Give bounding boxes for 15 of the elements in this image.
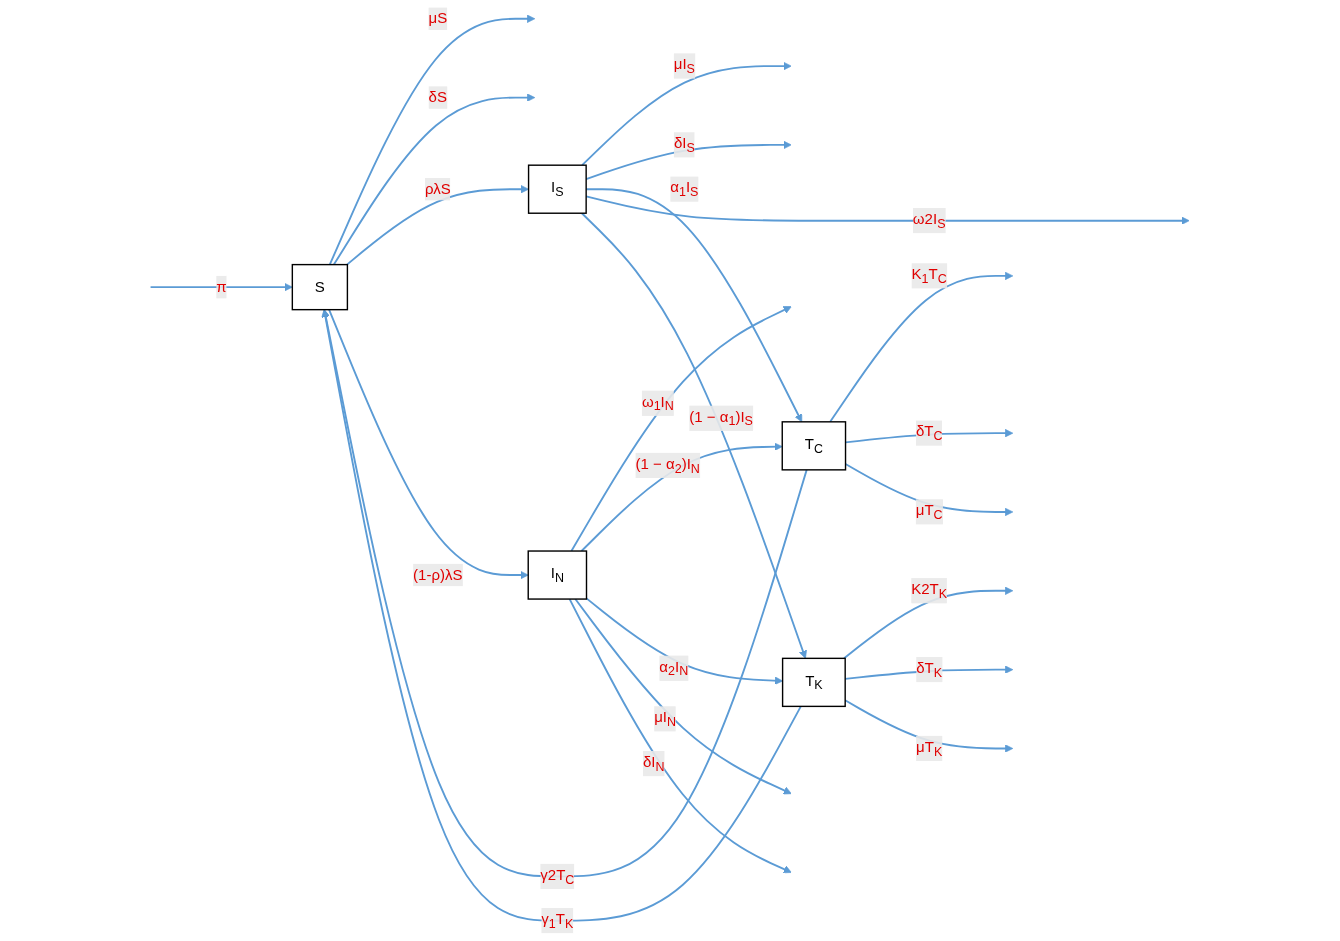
arrow [568, 598, 792, 874]
compartment-box: S [291, 263, 349, 311]
arrow [328, 14, 536, 266]
compartment-box: I$_{S}$ [527, 164, 587, 214]
arrow [574, 598, 792, 795]
arrow [570, 306, 792, 552]
arrow [149, 283, 293, 292]
arrow [333, 93, 536, 266]
arrow [581, 61, 792, 167]
arrow [829, 271, 1014, 423]
compartment-box: I$_{N}$ [527, 550, 588, 600]
compartment-box: T$_{K}$ [781, 657, 846, 708]
arrow [580, 212, 807, 659]
arrow [328, 308, 529, 580]
compartment-box: T$_{C}$ [781, 421, 847, 471]
